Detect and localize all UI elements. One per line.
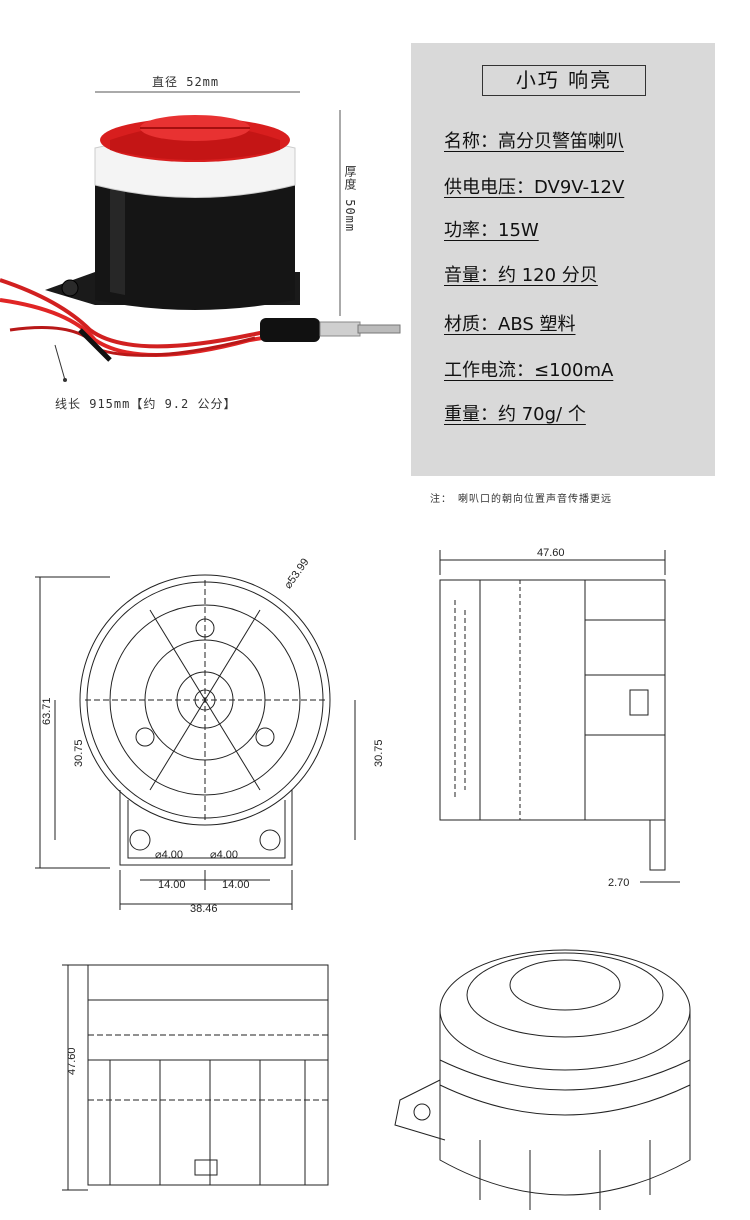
side-flange-label: 2.70 (608, 877, 629, 889)
hole-spacing-left-label: 14.00 (158, 879, 186, 891)
hole-spacing-right-label: 14.00 (222, 879, 250, 891)
side-width-label: 47.60 (537, 547, 565, 559)
thickness-label: 厚度 50mm (343, 165, 357, 233)
side-view (439, 550, 680, 883)
spec-name: 名称：高分贝警笛喇叭 (444, 131, 624, 152)
elevation-view (62, 964, 329, 1191)
front-left-dim-label: 30.75 (73, 739, 85, 767)
technical-drawings: ⌀53.99 63.71 30.75 30.75 ⌀4.00 ⌀4.00 14.… (35, 547, 691, 1210)
hole-right-label: ⌀4.00 (210, 849, 238, 861)
spec-power: 功率：15W (444, 220, 539, 241)
front-diameter-label: ⌀53.99 (282, 556, 311, 591)
hole-left-label: ⌀4.00 (155, 849, 183, 861)
product-photo (0, 91, 401, 382)
front-height-label: 63.71 (41, 697, 53, 725)
spec-weight: 重量：约 70g/ 个 (444, 404, 586, 425)
spec-panel (411, 43, 715, 476)
spec-title: 小巧 响亮 (482, 65, 646, 96)
spec-volume: 音量：约 120 分贝 (444, 265, 598, 286)
diameter-label: 直径 52mm (152, 75, 220, 89)
front-view (35, 574, 356, 910)
front-right-dim-label: 30.75 (373, 739, 385, 767)
note-text: 注： 喇叭口的朝向位置声音传播更远 (430, 494, 612, 505)
cable-length-label: 线长 915mm【约 9.2 公分】 (55, 397, 237, 411)
flange-width-label: 38.46 (190, 903, 218, 915)
bottom-height-label: 47.60 (66, 1047, 78, 1075)
spec-current: 工作电流：≤100mA (444, 360, 614, 381)
isometric-view (394, 949, 691, 1210)
spec-voltage: 供电电压：DV9V-12V (444, 177, 625, 198)
spec-material: 材质：ABS 塑料 (444, 314, 576, 335)
